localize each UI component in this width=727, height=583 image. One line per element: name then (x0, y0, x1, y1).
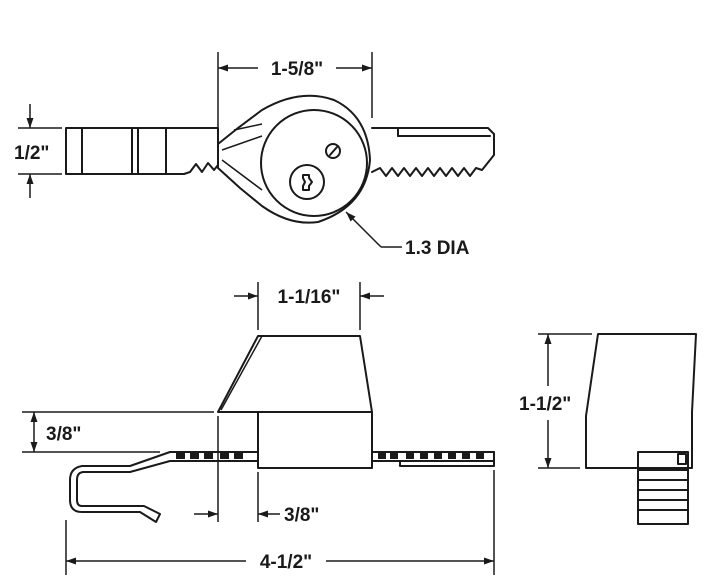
dim-cap-offset-label: 3/8" (284, 505, 319, 526)
dim-cap-width: 1-1/16" (234, 282, 384, 330)
dim-side-height-label: 1-1/2" (519, 394, 571, 415)
dim-cap-width-label: 1-1/16" (278, 287, 341, 308)
top-view: 1-5/8" 1/2" 1.3 DIA (14, 52, 495, 259)
dim-band-thickness-label: 3/8" (46, 424, 81, 445)
dim-overall-length-label: 4-1/2" (260, 552, 312, 573)
dim-diameter: 1.3 DIA (345, 211, 470, 259)
lock-side (585, 333, 697, 525)
lock-cap-front (217, 335, 373, 469)
dim-top-width-label: 1-5/8" (271, 59, 323, 80)
band-front (69, 451, 495, 523)
dim-side-height: 1-1/2" (519, 333, 592, 469)
dim-top-height-label: 1/2" (14, 143, 49, 164)
dim-top-width: 1-5/8" (217, 52, 373, 142)
dim-cap-offset: 3/8" (194, 416, 319, 526)
top-view-left-strap (65, 127, 219, 175)
dim-overall-length: 4-1/2" (65, 470, 495, 575)
dim-diameter-label: 1.3 DIA (405, 238, 470, 259)
top-view-right-strap (371, 127, 495, 177)
side-view: 1-1/2" (519, 333, 697, 525)
key-cylinder (289, 143, 341, 200)
dim-top-height: 1/2" (14, 104, 62, 198)
lock-body-top (217, 94, 371, 224)
dim-band-thickness: 3/8" (22, 411, 214, 453)
front-view: 1-1/16" 3/8" 3/8" 4-1/2" (22, 282, 495, 575)
